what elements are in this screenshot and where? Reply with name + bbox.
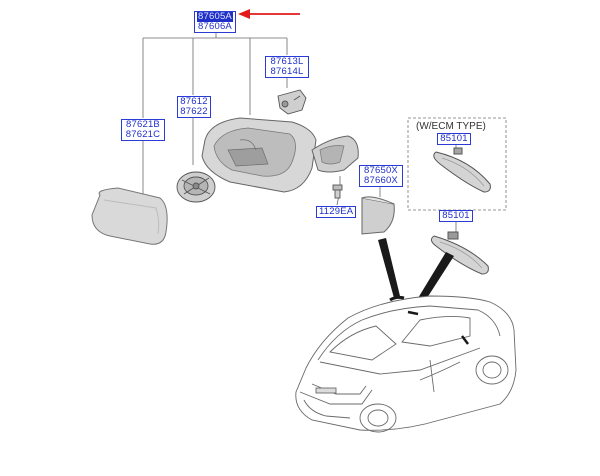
- mirror-bracket: [277, 89, 307, 115]
- label-screw-line1: 1129EA: [319, 206, 354, 217]
- label-screw[interactable]: 1129EA: [316, 206, 356, 218]
- label-mirror-glass-line1: 87621B: [126, 119, 160, 130]
- label-bracket[interactable]: 87613L 87614L: [265, 56, 309, 78]
- label-cover[interactable]: 87650X 87660X: [359, 165, 403, 187]
- vehicle-outline: [295, 295, 517, 433]
- label-main-mirror-line1: 87605A: [197, 11, 233, 22]
- highlight-arrow: [238, 9, 300, 19]
- label-mirror-glass-line2: 87621C: [125, 129, 161, 140]
- label-main-mirror[interactable]: 87605A 87606A: [194, 11, 236, 33]
- label-mirror-glass[interactable]: 87621B 87621C: [121, 119, 165, 141]
- label-inside-mirror-line1: 85101: [442, 210, 470, 221]
- label-actuator-line1: 87612: [180, 96, 208, 107]
- label-inside-mirror-ecm-line1: 85101: [440, 133, 468, 144]
- mirror-actuator: [176, 171, 216, 203]
- label-inside-mirror-ecm[interactable]: 85101: [437, 133, 471, 145]
- label-bracket-line1: 87613L: [270, 56, 304, 67]
- mirror-glass: [91, 187, 168, 245]
- label-actuator[interactable]: 87612 87622: [177, 96, 211, 118]
- ecm-type-note: (W/ECM TYPE): [416, 121, 486, 132]
- mirror-housing: [201, 117, 359, 193]
- mirror-cover: [361, 196, 395, 235]
- label-inside-mirror[interactable]: 85101: [439, 210, 473, 222]
- label-cover-line2: 87660X: [364, 175, 398, 186]
- inside-mirror: [430, 231, 489, 275]
- label-bracket-line2: 87614L: [270, 66, 304, 77]
- label-actuator-line2: 87622: [180, 106, 208, 117]
- screw: [332, 184, 343, 199]
- label-cover-line1: 87650X: [364, 165, 398, 176]
- label-main-mirror-line2: 87606A: [198, 21, 232, 32]
- inside-mirror-ecm: [433, 147, 491, 193]
